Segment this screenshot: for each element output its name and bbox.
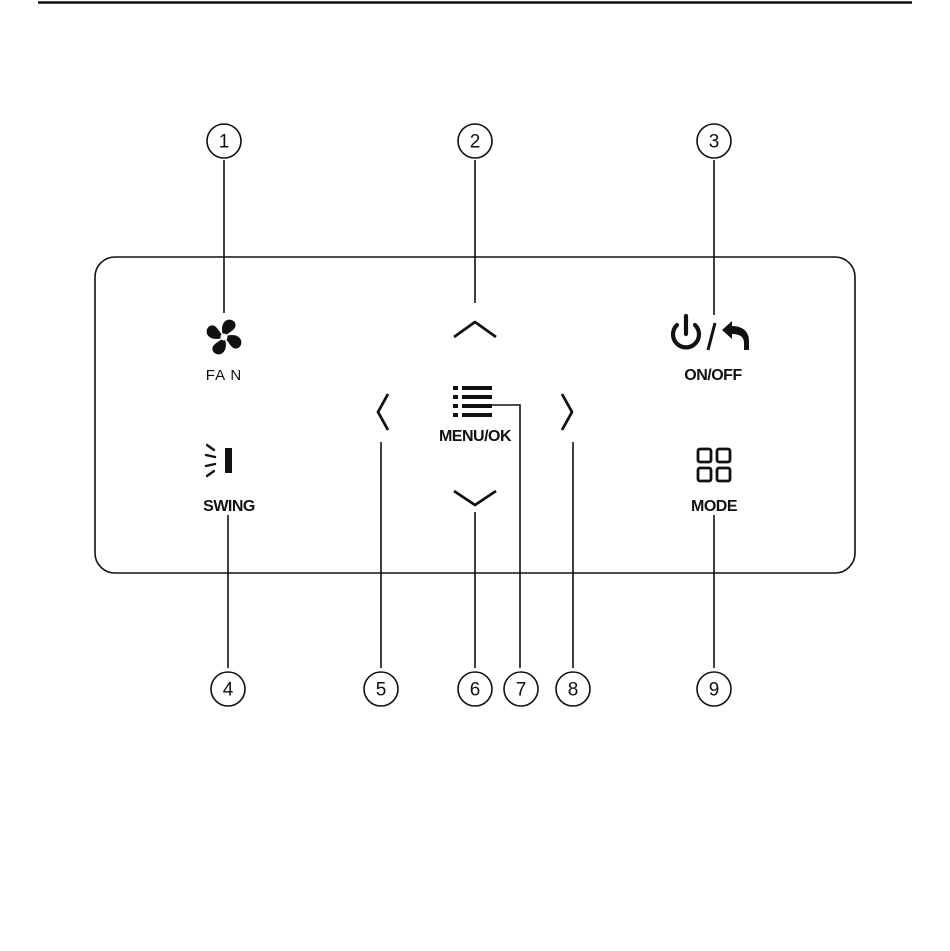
callout-number-1: 1 [219,132,230,153]
callout-number-7: 7 [516,680,527,701]
right-button[interactable] [562,394,572,430]
left-button[interactable] [378,394,388,430]
chevron-left-icon [378,394,388,430]
menu-ok-button[interactable]: MENU/OK [439,386,512,445]
mode-label: MODE [691,498,738,515]
fan-button[interactable]: FA N [206,320,243,384]
swing-label: SWING [203,498,255,515]
menu-ok-label: MENU/OK [439,428,512,445]
callout-number-9: 9 [709,680,720,701]
callout-number-4: 4 [223,680,234,701]
fan-icon [207,320,242,355]
chevron-right-icon [562,394,572,430]
chevron-up-icon [454,322,496,337]
on-off-label: ON/OFF [684,367,742,384]
up-button[interactable] [454,322,496,337]
swing-icon [206,445,232,476]
mode-button[interactable]: MODE [691,449,738,515]
swing-button[interactable]: SWING [203,445,255,515]
callout-number-5: 5 [376,680,387,701]
fan-label: FA N [206,367,243,384]
callout-number-3: 3 [709,132,720,153]
mode-grid-icon [698,449,730,481]
power-back-icon [673,316,749,350]
chevron-down-icon [454,491,496,505]
menu-list-icon [453,386,492,417]
on-off-button[interactable]: ON/OFF [673,316,749,384]
down-button[interactable] [454,491,496,505]
callout-number-2: 2 [470,132,481,153]
callout-number-6: 6 [470,680,481,701]
callout-number-8: 8 [568,680,579,701]
